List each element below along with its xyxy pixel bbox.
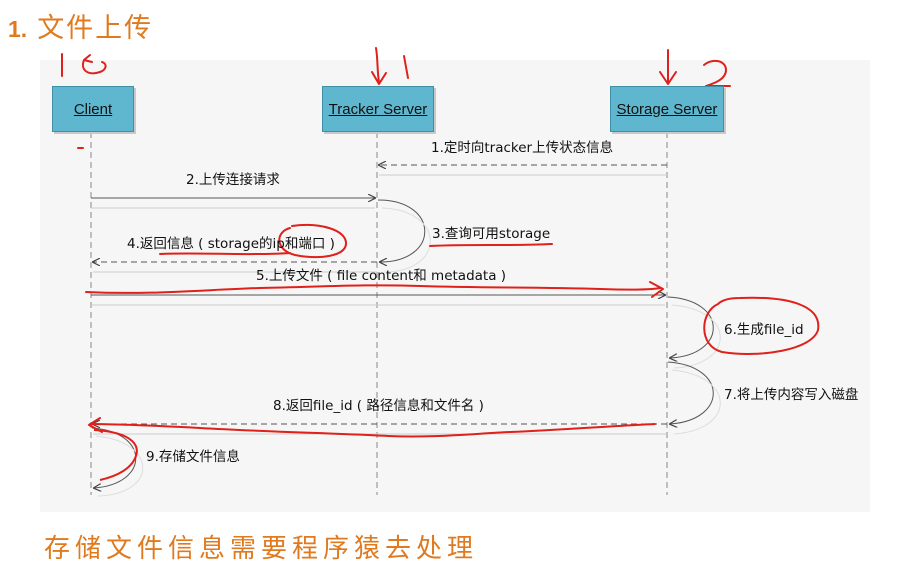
message-3-label: 3.查询可用storage [432,226,551,242]
arrow-3-shadow [381,207,431,273]
tracker-actor: Tracker Server [322,86,434,132]
message-9-label: 9.存储文件信息 [146,449,240,465]
arrow-6-shadow [671,304,721,369]
section-title: 文件上传 [37,13,154,44]
storage-actor-label: Storage Server [616,100,718,118]
message-7-label: 7.将上传内容写入磁盘 [724,387,859,403]
arrow-9-shadow [95,435,144,497]
tracker-actor-label: Tracker Server [328,100,428,118]
message-8-label: 8.返回file_id ( 路径信息和文件名 ) [273,398,484,414]
client-actor: Client [52,86,134,132]
section-number: 1. [8,16,28,42]
arrow-7 [667,361,714,424]
annotation-loop-9 [93,429,138,481]
arrow-7-shadow [671,369,721,435]
arrow-6 [667,296,714,358]
message-5-label: 5.上传文件 ( file content和 metadata ) [256,268,507,284]
footer-note: 存储文件信息需要程序猿去处理 [44,534,479,564]
message-6-label: 6.生成file_id [724,322,804,338]
client-actor-label: Client [73,100,113,118]
arrow-9 [91,427,137,488]
section-heading: 1. 文件上传 [8,6,153,45]
arrow-3 [377,199,426,262]
message-4-label: 4.返回信息 ( storage的ip和端口 ) [127,236,335,252]
message-1-label: 1.定时向tracker上传状态信息 [431,140,614,156]
message-2-label: 2.上传连接请求 [186,172,280,188]
storage-actor: Storage Server [610,86,724,132]
